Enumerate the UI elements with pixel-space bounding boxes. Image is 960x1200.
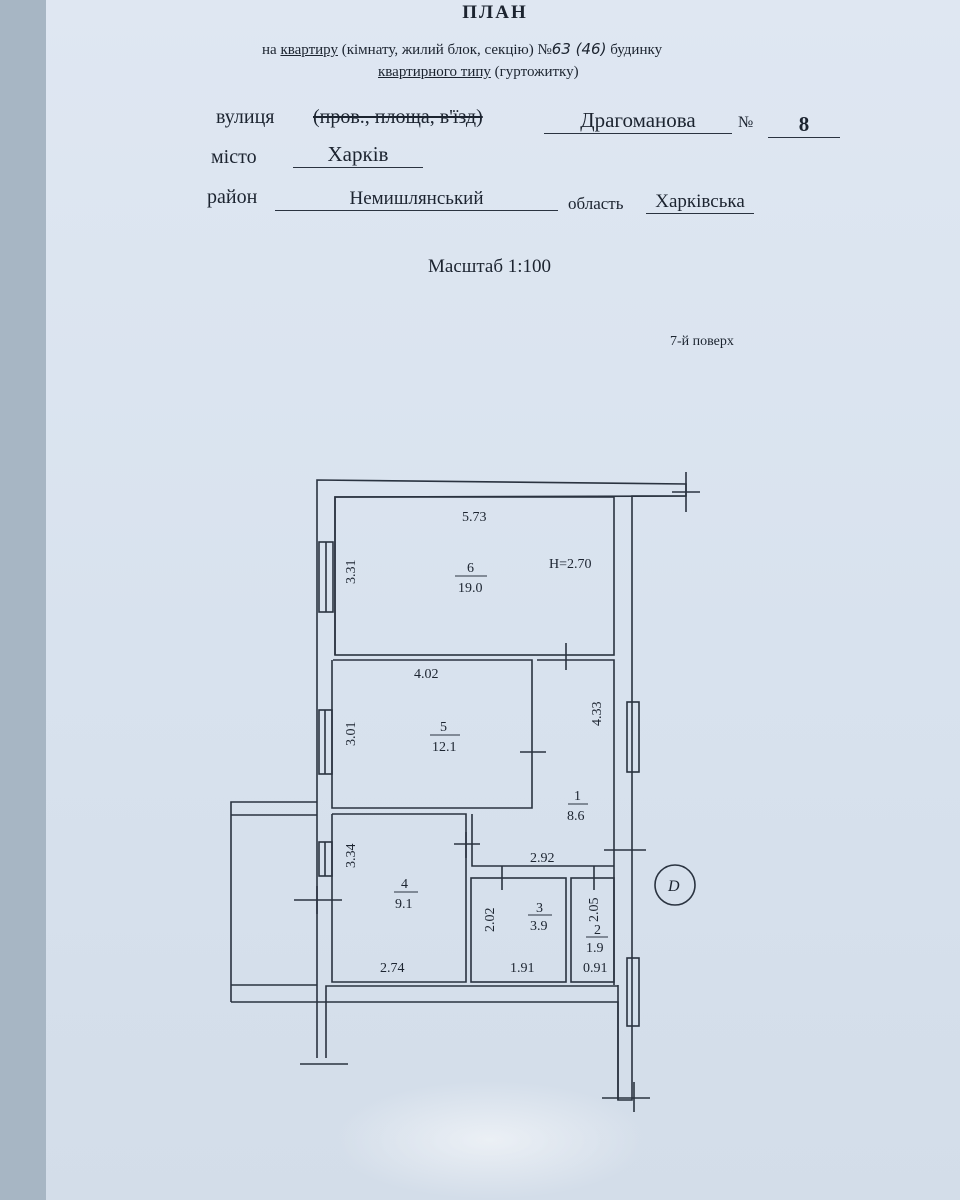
light-glare — [330, 1080, 650, 1200]
axis-marker-circle — [654, 864, 696, 906]
vent-shaft-1 — [626, 701, 640, 773]
outer-wall-bottom-2 — [325, 1001, 619, 1100]
number-label: № — [738, 114, 754, 131]
header-line-1: на квартиру (кімнату, жилий блок, секцію… — [262, 40, 662, 59]
room-6-width: 5.73 — [462, 510, 487, 525]
room-5-length: 3.01 — [344, 722, 359, 747]
room-1-area: 8.6 — [567, 809, 585, 824]
room-2-width: 0.91 — [583, 961, 608, 976]
plan-walls — [230, 472, 700, 1112]
room-2-length: 2.05 — [587, 898, 602, 923]
room-5-number: 5 — [440, 720, 447, 735]
city-value: Харків — [293, 142, 423, 168]
region-label: область — [568, 194, 624, 213]
district-label: район — [207, 186, 258, 208]
header-line-2: квартирного типу (гуртожитку) — [378, 64, 579, 81]
city-label: місто — [211, 146, 257, 168]
room-1-width: 2.92 — [530, 851, 555, 866]
scale-label: Масштаб 1:100 — [428, 256, 552, 277]
balcony-outline — [230, 801, 317, 1002]
header-apartment-word: квартиру — [280, 42, 338, 58]
street-label: вулиця — [216, 106, 275, 128]
room-6-number: 6 — [467, 561, 474, 576]
wall-corridor-bottom — [471, 814, 614, 867]
street-value: Драгоманова — [544, 108, 732, 134]
room-3-outline — [470, 877, 567, 983]
room-1-number: 1 — [574, 789, 581, 804]
outer-wall-bottom — [231, 985, 618, 1003]
house-number-value: 8 — [768, 112, 840, 138]
outer-wall-right — [617, 495, 686, 1101]
wall-room-5 — [331, 659, 533, 809]
room-3-length: 2.02 — [483, 908, 498, 933]
document-sheet — [46, 0, 960, 1200]
room-6-area: 19.0 — [458, 581, 483, 596]
plan-labels: 5.73 3.31 6 19.0 H=2.70 4.02 3.01 5 12.1… — [344, 510, 680, 976]
document-title: ПЛАН — [462, 2, 528, 23]
street-type-options: (пров., площа, в'їзд) — [313, 106, 483, 128]
vent-shaft-2 — [626, 957, 640, 1027]
header-prefix: на — [262, 42, 277, 58]
room-1-length: 4.33 — [590, 702, 605, 727]
room-4-width: 2.74 — [380, 961, 405, 976]
room-4-number: 4 — [401, 877, 408, 892]
room-3-area: 3.9 — [530, 919, 548, 934]
room-6-outline — [334, 496, 615, 656]
room-4-length: 3.34 — [344, 844, 359, 869]
header-dormitory: (гуртожитку) — [494, 64, 579, 80]
room-2-number: 2 — [594, 923, 601, 938]
header-apartment-types: (кімнату, жилий блок, секцію) № — [341, 42, 552, 58]
room-4-area: 9.1 — [395, 897, 413, 912]
ceiling-height: H=2.70 — [549, 557, 592, 572]
header-building-type: квартирного типу — [378, 64, 491, 80]
apartment-number: 63 (46) — [551, 40, 607, 58]
district-value: Немишлянський — [275, 188, 558, 211]
room-2-outline — [570, 877, 615, 983]
room-3-width: 1.91 — [510, 961, 535, 976]
room-3-number: 3 — [536, 901, 543, 916]
outer-wall-top — [316, 479, 687, 1058]
axis-marker-label: D — [667, 878, 680, 895]
wall-room-4 — [331, 813, 467, 983]
wall-corridor — [537, 659, 615, 985]
header-building-word: будинку — [610, 42, 663, 58]
room-5-width: 4.02 — [414, 667, 439, 682]
room-2-area: 1.9 — [586, 941, 604, 956]
room-6-length: 3.31 — [344, 560, 359, 585]
room-5-area: 12.1 — [432, 740, 457, 755]
floor-label: 7-й поверх — [670, 334, 734, 349]
region-value: Харківська — [646, 191, 754, 214]
